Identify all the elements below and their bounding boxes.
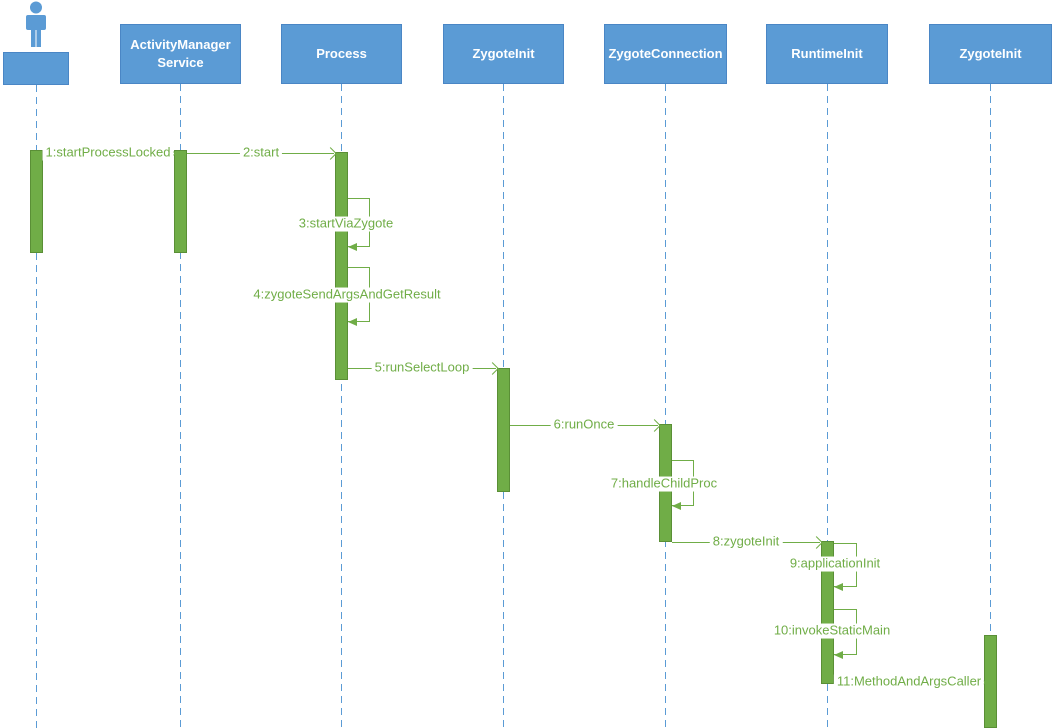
message-9-label: 9:applicationInit xyxy=(786,556,884,572)
message-10-label: 10:invokeStaticMain xyxy=(770,623,894,639)
activation-bar-zygoteinit2 xyxy=(984,635,997,728)
participant-label: ActivityManager Service xyxy=(130,37,231,70)
message-2-label: 2:start xyxy=(239,145,283,161)
participant-label: ZygoteInit xyxy=(472,46,535,62)
participant-label: Process xyxy=(316,46,367,62)
activation-bar-actor xyxy=(30,150,43,253)
lifeline-runtimeinit xyxy=(827,84,828,728)
participant-box-process: Process xyxy=(281,24,402,84)
lifeline-zygoteinit2 xyxy=(990,84,991,728)
lifeline-activitymanagerservice xyxy=(180,84,181,728)
activation-bar-process xyxy=(335,152,348,380)
participant-box-zygoteinit: ZygoteInit xyxy=(443,24,564,84)
message-9-return-arrowhead-icon xyxy=(834,583,843,591)
participant-box-activitymanagerservice: ActivityManager Service xyxy=(120,24,241,84)
lifeline-process xyxy=(341,84,342,728)
participant-box-actor xyxy=(3,52,69,85)
participant-box-zygoteinit2: ZygoteInit xyxy=(929,24,1052,84)
participant-box-zygoteconnection: ZygoteConnection xyxy=(604,24,727,84)
message-3-return-arrowhead-icon xyxy=(348,243,357,251)
activation-bar-runtimeinit xyxy=(821,541,834,684)
participant-box-runtimeinit: RuntimeInit xyxy=(766,24,888,84)
message-7-label: 7:handleChildProc xyxy=(607,476,721,492)
message-3-label: 3:startViaZygote xyxy=(295,216,397,232)
participant-label: ZygoteConnection xyxy=(608,46,723,62)
activation-bar-activitymanagerservice xyxy=(174,150,187,253)
message-4-return-arrowhead-icon xyxy=(348,318,357,326)
lifeline-actor xyxy=(36,85,37,728)
participant-label: ZygoteInit xyxy=(959,46,1022,62)
message-4-label: 4:zygoteSendArgsAndGetResult xyxy=(250,287,444,303)
message-5-label: 5:runSelectLoop xyxy=(371,360,473,376)
message-10-return-arrowhead-icon xyxy=(834,651,843,659)
message-7-return-arrowhead-icon xyxy=(672,502,681,510)
actor-person-icon xyxy=(26,1,46,47)
message-6-label: 6:runOnce xyxy=(550,417,618,433)
activation-bar-zygoteinit xyxy=(497,368,510,492)
lifeline-zygoteconnection xyxy=(665,84,666,728)
message-8-label: 8:zygoteInit xyxy=(709,534,783,550)
participant-label: RuntimeInit xyxy=(791,46,863,62)
message-11-label: 11:MethodAndArgsCaller xyxy=(833,674,985,690)
message-1-label: 1:startProcessLocked xyxy=(42,145,174,161)
